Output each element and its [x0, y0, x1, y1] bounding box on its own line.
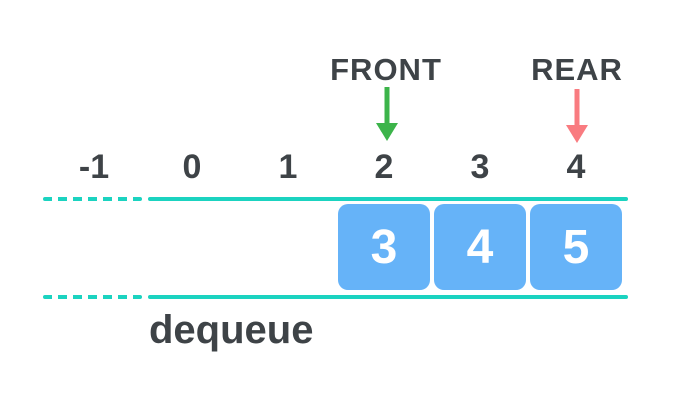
queue-element-box: 4 [434, 204, 526, 290]
index-label-1: 1 [278, 148, 298, 186]
index-label-neg1: -1 [78, 148, 110, 186]
bottom-track-dashed-segment [43, 295, 142, 299]
queue-element-value: 5 [562, 220, 590, 274]
queue-element-value: 4 [466, 220, 494, 274]
index-label-2: 2 [374, 148, 394, 186]
queue-element-value: 3 [370, 220, 398, 274]
index-label-4: 4 [566, 148, 586, 186]
top-track-line [148, 197, 628, 201]
queue-element-box: 3 [338, 204, 430, 290]
index-label-0: 0 [182, 148, 202, 186]
bottom-track-line [148, 295, 628, 299]
rear-arrow-icon [566, 89, 588, 143]
queue-element-box: 5 [530, 204, 622, 290]
rear-pointer-label: REAR [531, 52, 623, 87]
front-pointer-label: FRONT [330, 52, 442, 87]
top-track-dashed-segment [43, 197, 142, 201]
index-label-3: 3 [470, 148, 490, 186]
operation-label: dequeue [149, 308, 314, 352]
front-arrow-icon [376, 87, 398, 141]
